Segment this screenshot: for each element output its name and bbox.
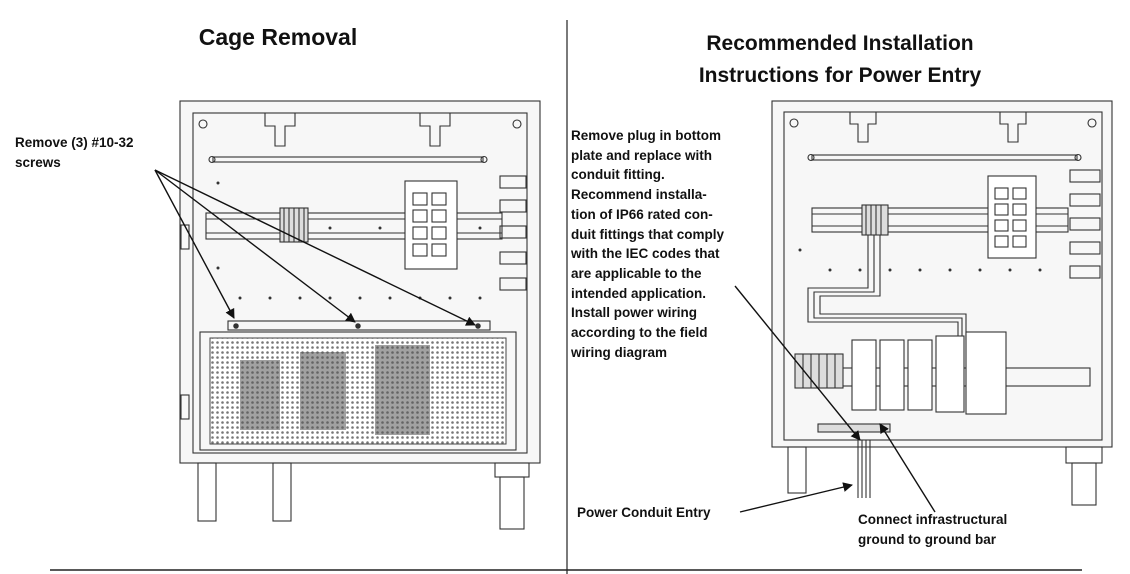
instruction-line: according to the field: [571, 325, 708, 341]
screw-callout-arrows: [154, 169, 476, 326]
ground-bar-callout: Connect infrastructural ground to ground…: [858, 510, 1058, 549]
power-conduit-entry-label: Power Conduit Entry: [577, 505, 711, 520]
right-backplate-dots: [798, 248, 1042, 272]
left-enclosure: [179, 100, 541, 530]
instruction-line: Install power wiring: [571, 305, 698, 321]
instruction-line: wiring diagram: [571, 344, 668, 360]
power-entry-title-line-2: Instructions for Power Entry: [698, 64, 982, 87]
instruction-line: Recommend installa-: [571, 187, 707, 203]
instruction-line: with the IEC codes that: [571, 246, 720, 262]
power-entry-title: Recommended Installation Instructions fo…: [660, 28, 1020, 92]
installation-instructions: Remove plug in bottom plate and replace …: [571, 126, 771, 362]
remove-screws-line-2: screws: [15, 154, 61, 170]
ground-line-1: Connect infrastructural: [858, 512, 1008, 527]
right-enclosure: [771, 100, 1113, 506]
instruction-line: intended application.: [571, 285, 707, 301]
instruction-line: conduit fitting.: [571, 167, 665, 183]
instruction-line: Remove plug in bottom: [571, 128, 721, 143]
instruction-line: duit fittings that comply: [571, 226, 724, 242]
instruction-line: are applicable to the: [571, 265, 702, 281]
power-entry-title-line-1: Recommended Installation: [706, 32, 974, 55]
cage-removal-title: Cage Removal: [198, 24, 358, 50]
ground-line-2: ground to ground bar: [858, 531, 996, 547]
remove-screws-line-1: Remove (3) #10-32: [15, 135, 134, 150]
cage-components: [240, 345, 430, 435]
remove-screws-callout: Remove (3) #10-32 screws: [15, 133, 175, 172]
power-entry-arrows: [734, 285, 936, 513]
instruction-line: plate and replace with: [571, 147, 713, 163]
instruction-line: tion of IP66 rated con-: [571, 206, 713, 222]
